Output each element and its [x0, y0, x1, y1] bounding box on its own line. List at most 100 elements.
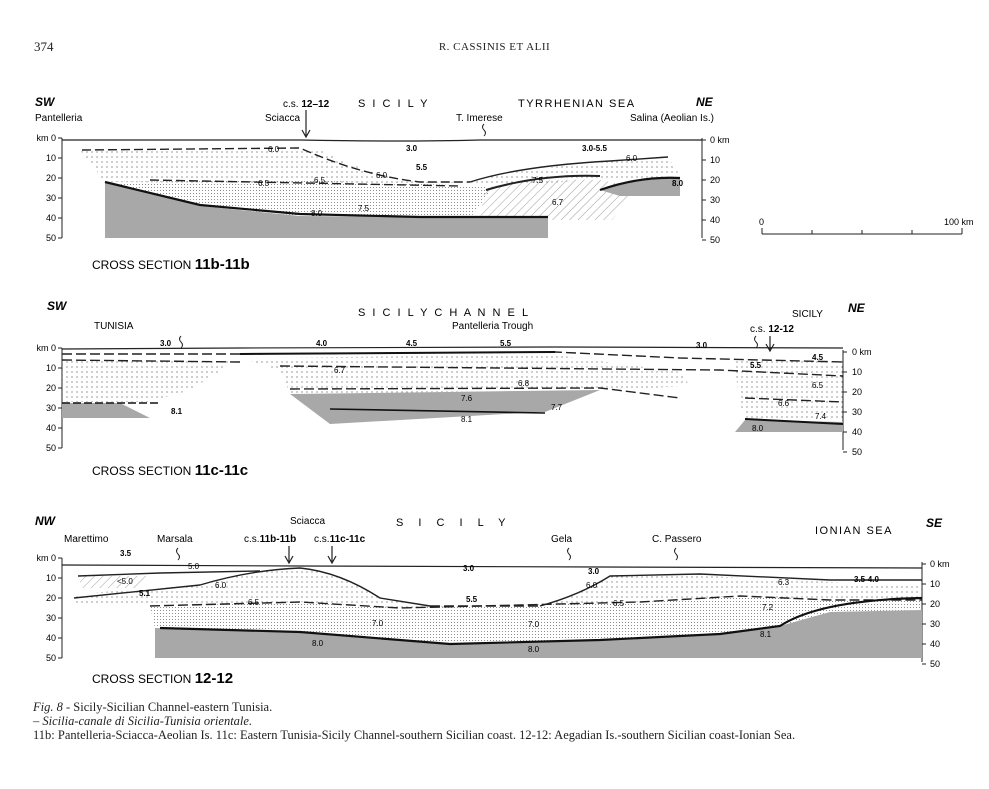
section-11b-11b: km 0 10 20 30 40 50 0 km 10 20 30 40 50: [35, 95, 974, 273]
velocity-label: 3.0: [406, 144, 418, 153]
upper-crust-layer: [74, 568, 922, 608]
location-arrow: [301, 110, 311, 139]
region-label: S I C I L Y: [358, 98, 430, 110]
place-label: Marsala: [157, 534, 193, 545]
section-title: CROSS SECTION 11b-11b: [92, 256, 250, 273]
velocity-label: 7.5: [358, 204, 370, 213]
place-label: T. Imerese: [456, 113, 503, 124]
depth-tick-label: 10: [46, 573, 56, 583]
velocity-label: 7.0: [528, 620, 540, 629]
squiggle-marker: [674, 547, 678, 561]
depth-tick-label: 10: [46, 363, 56, 373]
velocity-label: 6.0: [215, 581, 227, 590]
velocity-label: 7.7: [551, 403, 563, 412]
region-label: TYRRHENIAN SEA: [518, 98, 636, 110]
mantle-layer-right: [600, 178, 680, 196]
depth-tick-label: 20: [46, 173, 56, 183]
channel-crust: [240, 355, 690, 394]
place-label: Salina (Aeolian Is.): [630, 113, 714, 124]
velocity-label: 3.0: [463, 564, 475, 573]
region-label: S I C I L Y C H A N N E L: [358, 307, 530, 319]
section-title-code: 11c-11c: [195, 462, 248, 479]
velocity-label: 5.5: [416, 163, 428, 172]
cross-sections-figure: km 0 10 20 30 40 50 0 km 10 20 30 40 50: [35, 95, 974, 687]
direction-right: SE: [926, 516, 943, 530]
depth-tick-label: km 0: [36, 553, 56, 563]
velocity-label: 6.7: [334, 366, 346, 375]
depth-axis-left: km 0 10 20 30 40 50: [36, 343, 62, 453]
caption-subtitle: – Sicilia-canale di Sicilia-Tunisia orie…: [33, 714, 253, 728]
velocity-label: 4.5: [812, 353, 824, 362]
velocity-label: 6.5: [812, 381, 824, 390]
cross-ref-label: c.s. 12–12: [283, 99, 330, 110]
velocity-label: 7.2: [762, 603, 774, 612]
place-label: Pantelleria Trough: [452, 321, 533, 332]
velocity-label: 4.0: [316, 339, 328, 348]
depth-tick-label: 40: [710, 215, 720, 225]
direction-right: NE: [848, 301, 866, 315]
depth-tick-label: 30: [46, 403, 56, 413]
depth-axis-left: km 0 10 20 30 40 50: [36, 133, 62, 243]
section-title-code: 12-12: [195, 670, 233, 687]
channel-mantle: [290, 390, 600, 424]
velocity-label: 6.0: [626, 154, 638, 163]
page-number: 374: [34, 39, 54, 54]
velocity-label: 3.0: [696, 341, 708, 350]
section-title-code: 11b-11b: [195, 256, 250, 273]
tunisia-crust: [62, 358, 240, 402]
squiggle-marker: [179, 335, 183, 349]
velocity-label: 8.0: [672, 179, 684, 188]
depth-tick-label: 20: [46, 593, 56, 603]
depth-tick-label: km 0: [36, 343, 56, 353]
scale-bar: 0 100 km: [759, 217, 974, 235]
velocity-label: 8.1: [171, 407, 183, 416]
depth-tick-label: 30: [930, 619, 940, 629]
direction-left: SW: [35, 95, 56, 109]
velocity-label: 5.5: [466, 595, 478, 604]
lower-crust-layer: [105, 180, 490, 218]
section-title-prefix: CROSS SECTION: [92, 258, 195, 272]
depth-tick-label: 0 km: [710, 135, 730, 145]
cross-ref-code: 12-12: [768, 324, 794, 335]
depth-tick-label: km 0: [36, 133, 56, 143]
depth-tick-label: 40: [46, 633, 56, 643]
section-title: CROSS SECTION 11c-11c: [92, 462, 248, 479]
direction-left: SW: [47, 299, 68, 313]
place-label: Gela: [551, 534, 573, 545]
cross-ref-prefix: c.s.: [283, 99, 301, 110]
depth-tick-label: 50: [930, 659, 940, 669]
cross-ref-label: c.s. 12-12: [750, 324, 794, 335]
depth-tick-label: 50: [852, 447, 862, 457]
depth-axis-right: 0 km 10 20 30 40 50: [702, 135, 730, 245]
figure-caption: Fig. 8 - Sicily-Sicilian Channel-eastern…: [33, 700, 963, 742]
velocity-label: 6.3: [778, 578, 790, 587]
velocity-label: 3.5-4.0: [854, 575, 879, 584]
velocity-label: 7.6: [461, 394, 473, 403]
velocity-label: 5.1: [139, 589, 151, 598]
velocity-label: 6.5: [248, 598, 260, 607]
depth-tick-label: 0 km: [930, 559, 950, 569]
place-label: SICILY: [792, 309, 823, 320]
depth-tick-label: 20: [930, 599, 940, 609]
tunisia-mantle: [62, 403, 150, 418]
velocity-label: 3.0-5.5: [582, 144, 607, 153]
scale-bar-start: 0: [759, 217, 764, 227]
velocity-label: 6.0: [586, 581, 598, 590]
depth-tick-label: 20: [852, 387, 862, 397]
depth-tick-label: 50: [46, 653, 56, 663]
velocity-label: 8.1: [760, 630, 772, 639]
section-title: CROSS SECTION 12-12: [92, 670, 233, 687]
hatched-body: [80, 576, 150, 588]
depth-tick-label: 40: [852, 427, 862, 437]
place-label: Pantelleria: [35, 113, 83, 124]
location-arrow: [327, 546, 337, 565]
squiggle-marker: [754, 335, 758, 349]
squiggle-marker: [567, 547, 571, 561]
caption-title: - Sicily-Sicilian Channel-eastern Tunisi…: [62, 700, 273, 714]
velocity-label: 7.4: [815, 412, 827, 421]
velocity-label: 6.8: [518, 379, 530, 388]
direction-right: NE: [696, 95, 714, 109]
velocity-label: 6.0: [376, 171, 388, 180]
depth-tick-label: 20: [46, 383, 56, 393]
depth-tick-label: 10: [46, 153, 56, 163]
